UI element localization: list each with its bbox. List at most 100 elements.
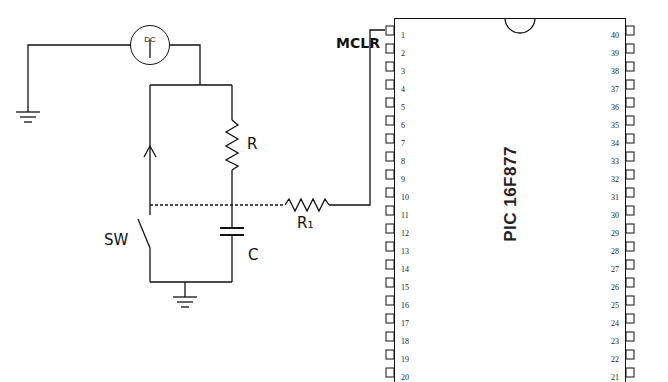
dc-source-circle: DC (130, 25, 170, 65)
pin-number: 9 (401, 175, 405, 184)
pin-pad (626, 296, 634, 305)
pin-pad (626, 116, 634, 125)
resistor-symbol (285, 199, 329, 211)
pin-number: 32 (611, 175, 619, 184)
pin-number: 28 (611, 247, 619, 256)
switch-symbol (138, 219, 150, 248)
pin-number: 12 (401, 229, 409, 238)
text-holder: 28 (611, 240, 619, 258)
pin-pad (386, 98, 394, 107)
pin-number: 40 (611, 31, 619, 40)
label-holder: R₁ (297, 214, 313, 232)
pin-pad (626, 98, 634, 107)
pin-pad (386, 134, 394, 143)
text-holder: 29 (611, 222, 619, 240)
text-holder: 26 (611, 276, 619, 294)
pin-number: 14 (401, 265, 409, 274)
text-holder: 39 (611, 42, 619, 60)
pin-pad (626, 62, 634, 71)
pin-pad (386, 332, 394, 341)
label-holder: R (247, 135, 257, 153)
pin-pad (386, 188, 394, 197)
pin-pad (386, 242, 394, 251)
text-holder: 22 (611, 348, 619, 366)
pin-number: 8 (401, 157, 405, 166)
wire (150, 204, 285, 205)
pin-number: 38 (611, 67, 619, 76)
text-holder: 23 (611, 330, 619, 348)
wire (170, 45, 200, 85)
pin-number: 11 (401, 211, 409, 220)
part-name: R (247, 135, 257, 153)
text-holder: 25 (611, 294, 619, 312)
pin-pad (626, 242, 634, 251)
ground-symbol (173, 296, 197, 297)
text-holder: 19 (401, 348, 409, 366)
ground-symbol (24, 121, 32, 122)
pin-pad (386, 44, 394, 53)
text-holder: 31 (611, 186, 619, 204)
text-holder: 21 (611, 366, 619, 382)
pin-number: 30 (611, 211, 619, 220)
pin-pad (626, 80, 634, 89)
pin-number: 15 (401, 283, 409, 292)
wires (16, 18, 535, 307)
text-holder: 36 (611, 96, 619, 114)
wire (231, 235, 232, 282)
pin-pad (626, 44, 634, 53)
wire (231, 85, 232, 120)
pin-pad (386, 152, 394, 161)
ic-chip: 1234567891011121314151617181920212223242… (394, 18, 626, 382)
text-holder: 6 (401, 114, 405, 132)
text-holder: 3 (401, 60, 405, 78)
pin-number: 26 (611, 283, 619, 292)
pin-number: 31 (611, 193, 619, 202)
pin-number: 35 (611, 121, 619, 130)
part-name: R₁ (297, 214, 313, 232)
text-holder: 32 (611, 168, 619, 186)
pin-number: 13 (401, 247, 409, 256)
wire (150, 84, 232, 85)
pin-number: 37 (611, 85, 619, 94)
pin-pad (626, 152, 634, 161)
text-holder: 15 (401, 276, 409, 294)
pin-pad (626, 224, 634, 233)
capacitor-symbol (220, 227, 244, 229)
pin-pad (386, 224, 394, 233)
label-holder: SW (104, 231, 128, 249)
wire (149, 248, 150, 282)
pin-pad (626, 170, 634, 179)
pin-pad (386, 350, 394, 359)
text-holder: 11 (401, 204, 409, 222)
pin-pad (386, 80, 394, 89)
text-holder: 27 (611, 258, 619, 276)
text-holder: 8 (401, 150, 405, 168)
label-holder: C (248, 246, 258, 264)
text-holder: 18 (401, 330, 409, 348)
pin-pad (386, 260, 394, 269)
pin-number: 23 (611, 337, 619, 346)
text-holder: 9 (401, 168, 405, 186)
text-holder: 4 (401, 78, 405, 96)
pin-pad (386, 206, 394, 215)
text-holder: 35 (611, 114, 619, 132)
wire (149, 85, 150, 215)
part-name: SW (104, 231, 128, 249)
pin-pad (626, 278, 634, 287)
pin-number: 4 (401, 85, 405, 94)
pin-pad (626, 350, 634, 359)
text-holder: 5 (401, 96, 405, 114)
pin-pad (386, 278, 394, 287)
pin-number: 16 (401, 301, 409, 310)
pin-number: 10 (401, 193, 409, 202)
pin-number: 25 (611, 301, 619, 310)
pin-number: 34 (611, 139, 619, 148)
text-holder: 40 (611, 24, 619, 42)
pin-number: 1 (401, 31, 405, 40)
pin-pad (386, 296, 394, 305)
text-holder: 12 (401, 222, 409, 240)
ground-symbol (177, 301, 193, 302)
text-holder: 7 (401, 132, 405, 150)
